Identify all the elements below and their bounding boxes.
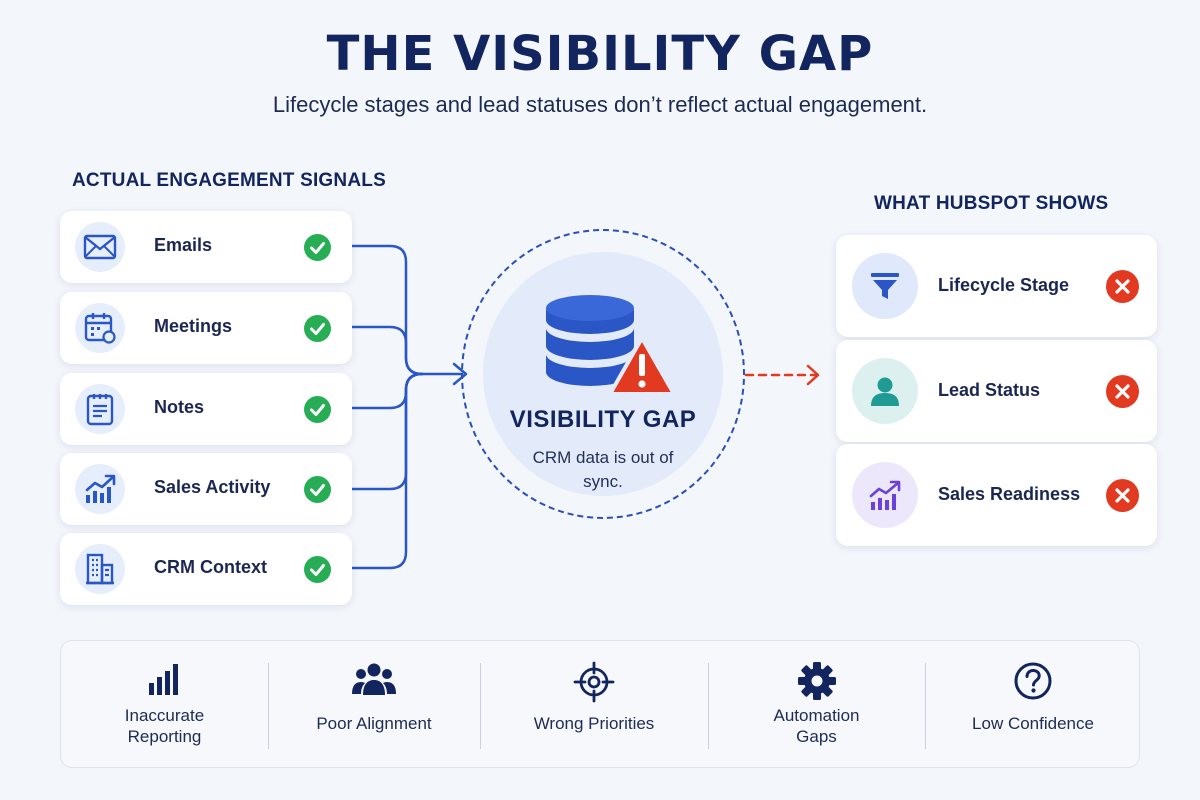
impact-label-line: Automation — [773, 706, 860, 725]
signal-label: Sales Activity — [154, 477, 271, 497]
signal-label: CRM Context — [154, 557, 267, 577]
database-warning-icon — [546, 295, 676, 396]
impact-panel: Inaccurate Reporting Poor Alignment Wron… — [60, 640, 1140, 768]
signal-label: Meetings — [154, 316, 233, 336]
hubspot-card-lifecycle-stage: Lifecycle Stage — [836, 235, 1157, 337]
calendar-icon — [75, 303, 125, 353]
team-icon — [352, 663, 396, 695]
visibility-gap-title: VISIBILITY GAP — [509, 406, 697, 433]
hubspot-card-lead-status: Lead Status — [836, 340, 1157, 442]
divider — [925, 663, 926, 749]
signals-section-label: ACTUAL ENGAGEMENT SIGNALS — [72, 170, 386, 191]
x-mark-icon — [1106, 375, 1139, 408]
signal-card-sales-activity: Sales Activity — [60, 453, 352, 525]
envelope-icon — [75, 222, 125, 272]
x-mark-icon — [1106, 479, 1139, 512]
growth-chart-icon — [852, 462, 918, 528]
divider — [480, 663, 481, 749]
impact-low-confidence: Low Confidence — [925, 641, 1141, 769]
check-icon — [304, 556, 331, 583]
impact-label-line: Wrong Priorities — [533, 714, 655, 733]
notepad-icon — [75, 384, 125, 434]
impact-label-line: Poor Alignment — [316, 714, 432, 733]
signal-label: Notes — [154, 397, 205, 417]
page-title: THE VISIBILITY GAP — [326, 26, 874, 82]
x-mark-icon — [1106, 270, 1139, 303]
signal-card-meetings: Meetings — [60, 292, 352, 364]
visibility-gap-description: CRM data is out of sync. — [532, 448, 674, 491]
impact-label-line: Low Confidence — [972, 714, 1094, 733]
check-icon — [304, 476, 331, 503]
funnel-icon — [852, 253, 918, 319]
impact-label-line: Gaps — [796, 727, 837, 746]
signal-label: Emails — [154, 235, 213, 255]
check-icon — [304, 396, 331, 423]
question-icon — [1014, 662, 1052, 700]
page-subtitle: Lifecycle stages and lead statuses don’t… — [272, 92, 928, 117]
check-icon — [304, 234, 331, 261]
divider — [268, 663, 269, 749]
target-icon — [573, 661, 615, 703]
signal-card-emails: Emails — [60, 211, 352, 283]
impact-label-line: Reporting — [127, 727, 202, 746]
divider — [708, 663, 709, 749]
signal-card-notes: Notes — [60, 373, 352, 445]
signal-card-crm-context: CRM Context — [60, 533, 352, 605]
impact-wrong-priorities: Wrong Priorities — [480, 641, 708, 769]
hubspot-section-label: WHAT HUBSPOT SHOWS — [874, 193, 1109, 214]
check-icon — [304, 315, 331, 342]
bar-chart-icon — [148, 664, 178, 695]
gear-icon — [797, 662, 836, 700]
trend-chart-icon — [75, 464, 125, 514]
impact-poor-alignment: Poor Alignment — [268, 641, 480, 769]
impact-inaccurate-reporting: Inaccurate Reporting — [61, 641, 268, 769]
hubspot-label: Sales Readiness — [938, 484, 1081, 504]
impact-automation-gaps: Automation Gaps — [708, 641, 925, 769]
visibility-gap-dashed-ring — [461, 229, 745, 519]
person-icon — [852, 358, 918, 424]
impact-label-line: Inaccurate — [124, 706, 205, 725]
hubspot-card-sales-readiness: Sales Readiness — [836, 444, 1157, 546]
building-icon — [75, 544, 125, 594]
hubspot-label: Lifecycle Stage — [938, 275, 1070, 295]
hubspot-label: Lead Status — [938, 380, 1041, 400]
